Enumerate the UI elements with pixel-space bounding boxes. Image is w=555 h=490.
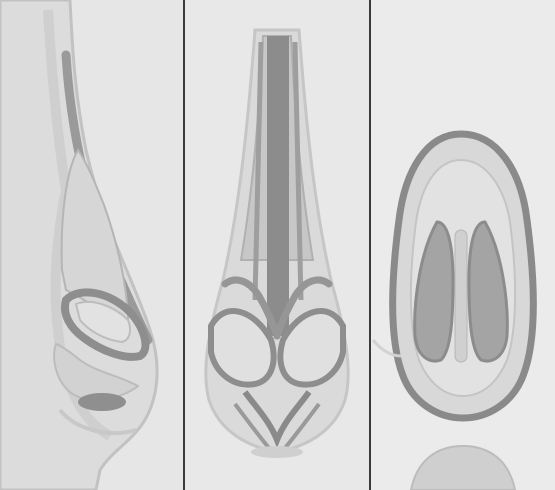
basal-nose-illustration: [371, 0, 555, 490]
septal-cartilage: [267, 36, 289, 336]
columella: [455, 230, 467, 362]
nostril-opening: [78, 393, 126, 411]
lateral-view-panel: [0, 0, 184, 490]
lateral-nose-illustration: [0, 0, 184, 490]
columella-base: [251, 446, 303, 458]
frontal-nose-illustration: [185, 0, 369, 490]
frontal-view-panel: [185, 0, 369, 490]
basal-view-panel: [371, 0, 555, 490]
